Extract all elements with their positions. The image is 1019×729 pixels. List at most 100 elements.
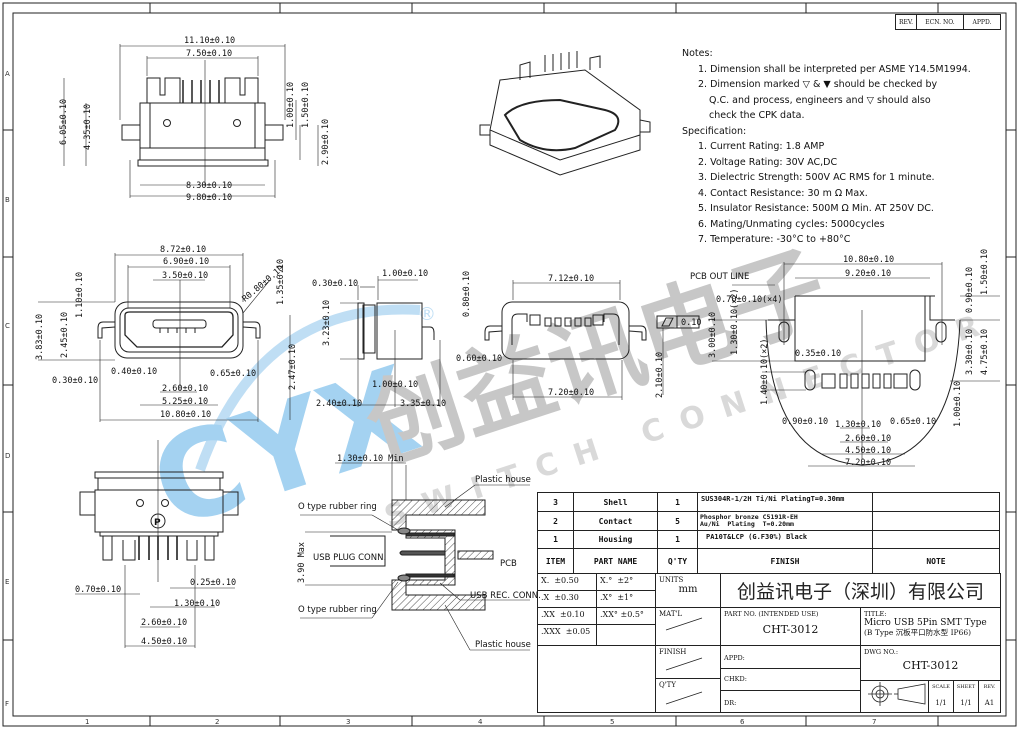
blank-area (537, 645, 656, 713)
tolerance-cell-empty (596, 624, 656, 646)
svg-text:USB REC. CONN.: USB REC. CONN. (470, 591, 541, 601)
title-line2: (B Type 沉板平口防水型 IP66) (864, 628, 972, 637)
svg-text:2.40±0.10: 2.40±0.10 (316, 399, 362, 409)
note-item: 2. Dimension marked ▽ & ▼ should be chec… (698, 79, 938, 90)
appd-header: APPD. (963, 14, 1001, 30)
inner-border (12, 12, 1007, 717)
svg-text:9.20±0.10: 9.20±0.10 (845, 269, 891, 279)
svg-text:2.60±0.10: 2.60±0.10 (845, 434, 891, 444)
spec-item: 4. Contact Resistance: 30 m Ω Max. (698, 187, 868, 199)
svg-text:2.47±0.10: 2.47±0.10 (288, 344, 298, 390)
svg-text:5.25±0.10: 5.25±0.10 (162, 397, 208, 407)
svg-text:PCB: PCB (500, 559, 517, 569)
svg-text:E: E (5, 578, 9, 586)
svg-text:0.40±0.10: 0.40±0.10 (111, 367, 157, 377)
projection-symbol-icon (868, 682, 926, 706)
svg-text:1.30±0.10(×2): 1.30±0.10(×2) (730, 288, 740, 355)
svg-text:1.30±0.10: 1.30±0.10 (835, 420, 881, 430)
svg-text:7.20±0.10: 7.20±0.10 (845, 458, 891, 468)
svg-text:0.65±0.10: 0.65±0.10 (210, 369, 256, 379)
svg-text:0.60±0.10: 0.60±0.10 (456, 354, 502, 364)
bom-note (872, 530, 1000, 549)
title-cell: TITLE: Micro USB 5Pin SMT Type (B Type 沉… (860, 607, 1001, 646)
note-item: 1. Dimension shall be interpreted per AS… (698, 63, 971, 75)
units-value: mm (678, 584, 698, 595)
svg-text:1.30±0.10 Min: 1.30±0.10 Min (337, 454, 404, 464)
rev-value: A1 (984, 699, 995, 707)
chkd-label: CHKD: (720, 668, 861, 691)
side-view (335, 276, 441, 407)
svg-text:0.30±0.10: 0.30±0.10 (52, 376, 98, 386)
spec-item: 3. Dielectric Strength: 500V AC RMS for … (698, 172, 935, 183)
svg-text:0.90±0.10: 0.90±0.10 (782, 417, 828, 427)
svg-text:O type rubber ring: O type rubber ring (298, 502, 377, 512)
projection-cell (860, 680, 929, 713)
svg-text:0.25±0.10: 0.25±0.10 (190, 578, 236, 588)
svg-text:O type rubber ring: O type rubber ring (298, 605, 377, 615)
svg-text:Plastic house: Plastic house (475, 640, 531, 650)
bom-qty: 1 (657, 530, 698, 549)
zone-ticks (3, 3, 1016, 726)
svg-text:1.10±0.10: 1.10±0.10 (75, 272, 85, 318)
svg-text:0.70±0.10(×4): 0.70±0.10(×4) (716, 295, 783, 305)
appd-label: APPD: (720, 645, 861, 669)
svg-text:®: ® (418, 304, 436, 325)
bom-item: 2 (537, 511, 574, 531)
svg-text:6: 6 (740, 718, 745, 726)
dr-label: DR: (720, 690, 861, 713)
spec-item: 2. Voltage Rating: 30V AC,DC (698, 156, 838, 168)
svg-text:D: D (5, 452, 10, 460)
note-item: check the CPK data. (709, 110, 805, 121)
svg-text:6.05±0.10: 6.05±0.10 (59, 99, 69, 145)
svg-text:1: 1 (85, 718, 89, 726)
scale-cell: SCALE 1/1 (928, 680, 954, 713)
svg-text:3.30±0.10: 3.30±0.10 (965, 329, 975, 375)
zone-labels: A B C D E F 1 2 3 4 5 6 7 (5, 70, 876, 726)
svg-text:1.50±0.10: 1.50±0.10 (301, 82, 311, 128)
svg-text:A: A (5, 70, 10, 78)
note-item: Q.C. and process, engineers and ▽ should… (709, 94, 931, 106)
qty-label: Q'TY (655, 678, 721, 713)
top-view-dimensions: 11.10±0.10 7.50±0.10 6.05±0.10 4.35±0.10… (59, 36, 331, 203)
part-no-cell: PART NO. (INTENDED USE) CHT-3012 (720, 607, 861, 646)
svg-text:0.70±0.10: 0.70±0.10 (75, 585, 121, 595)
svg-text:1.00±0.10: 1.00±0.10 (372, 380, 418, 390)
svg-text:0.65±0.10: 0.65±0.10 (890, 417, 936, 427)
dwg-no-label: DWG NO.: (864, 648, 899, 656)
svg-text:PCB OUT LINE: PCB OUT LINE (690, 272, 749, 282)
bottom-view: P (75, 440, 239, 648)
spec-item: 6. Mating/Unmating cycles: 5000cycles (698, 218, 885, 230)
svg-text:9.80±0.10: 9.80±0.10 (186, 193, 232, 203)
svg-text:0.10: 0.10 (681, 318, 701, 328)
scale-value: 1/1 (935, 699, 947, 707)
svg-text:10.80±0.10: 10.80±0.10 (843, 255, 894, 265)
spec-item: 7. Temperature: -30°C to +80°C (698, 234, 851, 245)
bom-part: Shell (573, 492, 658, 512)
isometric-view (479, 51, 651, 176)
side-view-dimensions: 0.30±0.10 1.00±0.10 3.23±0.10 0.80±0.10 … (312, 269, 502, 409)
rear-view (484, 280, 700, 400)
pcb-layout-dimensions: PCB OUT LINE 10.80±0.10 9.20±0.10 0.70±0… (690, 249, 990, 468)
svg-text:7.12±0.10: 7.12±0.10 (548, 274, 594, 284)
svg-text:3.83±0.10: 3.83±0.10 (35, 314, 45, 360)
svg-text:0.90±0.10: 0.90±0.10 (965, 267, 975, 313)
svg-text:4.50±0.10: 4.50±0.10 (845, 446, 891, 456)
svg-text:0.30±0.10: 0.30±0.10 (312, 279, 358, 289)
bom-header-qty: Q'TY (657, 548, 698, 574)
bom-finish: PA10T&LCP (G.F30%) Black (697, 530, 873, 549)
svg-text:2: 2 (215, 718, 219, 726)
svg-text:1.00±0.10: 1.00±0.10 (382, 269, 428, 279)
dwg-no-value: CHT-3012 (902, 659, 959, 672)
svg-text:2.60±0.10: 2.60±0.10 (162, 384, 208, 394)
svg-text:4.50±0.10: 4.50±0.10 (141, 637, 187, 647)
svg-text:1.50±0.10: 1.50±0.10 (980, 249, 990, 295)
svg-text:3.00±0.10: 3.00±0.10 (708, 312, 718, 358)
svg-text:2.45±0.10: 2.45±0.10 (60, 312, 70, 358)
svg-text:1.30±0.10: 1.30±0.10 (174, 599, 220, 609)
watermark-logo-arc (195, 304, 421, 472)
svg-text:2.90±0.10: 2.90±0.10 (321, 119, 331, 165)
bom-item: 1 (537, 530, 574, 549)
finish-label: FINISH (655, 645, 721, 679)
section-view-labels: 1.30±0.10 Min Plastic house O type rubbe… (297, 454, 541, 650)
